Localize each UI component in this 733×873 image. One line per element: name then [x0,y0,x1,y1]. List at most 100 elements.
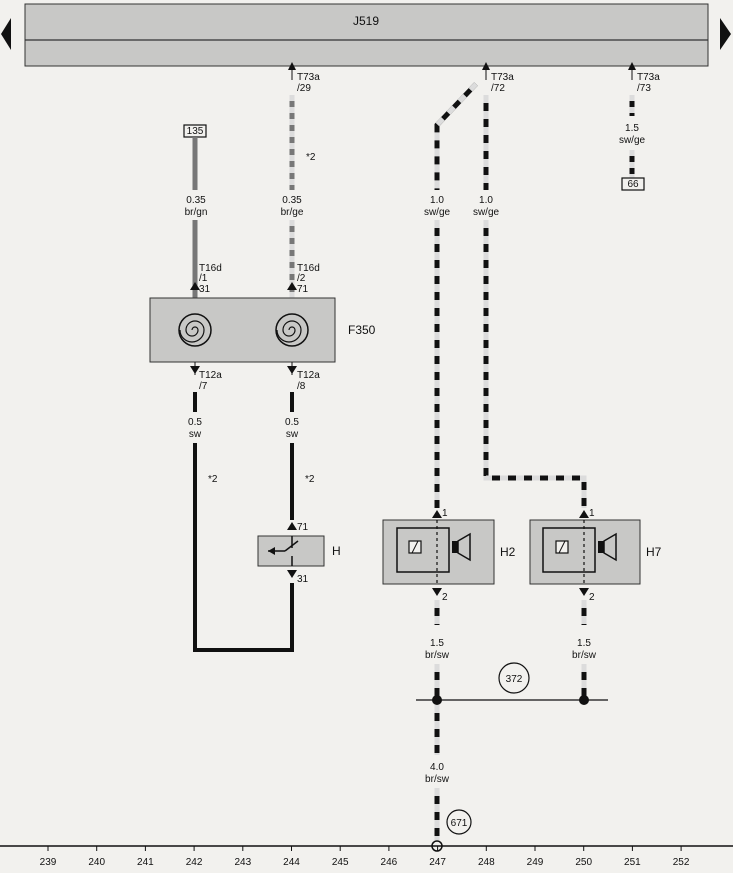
pin-t73a-72-a: T73a [491,72,514,83]
previous-page-arrow[interactable] [1,18,11,50]
circuit-247: 1.0 sw/ge 1 [424,82,478,519]
circuit-242-lower: T12a /7 0.5 sw *2 [188,362,294,652]
wire-h2-top-color: sw/ge [424,207,451,218]
pin-71-b: 71 [297,522,309,533]
ref-circle-671 [446,809,472,835]
speaker-icon [457,532,471,562]
ref-circle-372 [498,662,530,694]
connector-arrow-icon [432,588,442,596]
clock-spring-icon [178,313,212,347]
grid-number: 243 [234,857,251,868]
wire-sw-ge-h2 [434,82,478,190]
speaker-icon [603,532,617,562]
wire-ground-color: br/sw [425,774,450,785]
pin-t12a-7-a: T12a [199,370,222,381]
ref-372-label: 372 [506,674,523,685]
grid-number: 240 [88,857,105,868]
pin-t73a-72-b: /72 [491,83,505,94]
wire-h7-bot-size: 1.5 [577,638,591,649]
pin-t73a-73-a: T73a [637,72,660,83]
grid-number: 249 [527,857,544,868]
pin-71-a: 71 [297,284,309,295]
h-label: H [332,544,341,558]
wire-h7-bot-color: br/sw [572,650,597,661]
grid-number: 251 [624,857,641,868]
junction-dot [579,695,589,705]
grid-number: 247 [429,857,446,868]
footnote-b: *2 [208,474,218,485]
pin-t12a-8-b: /8 [297,381,306,392]
grid-number: 242 [186,857,203,868]
pin-31-a: 31 [199,284,211,295]
pin-h2-2: 2 [442,592,448,603]
wire-sw-loop [193,443,294,652]
footnote-a: *2 [306,152,316,163]
ground-circuit: 1.5 br/sw 1.5 br/sw 372 4.0 br/sw 671 [416,600,608,852]
wire-h2-bot-color: br/sw [425,650,450,661]
grid-number: 239 [40,857,57,868]
component-f350: F350 [149,297,376,363]
pin-h7-1: 1 [589,508,595,519]
wire-ground-size: 4.0 [430,762,444,773]
pin-h7-2: 2 [589,592,595,603]
pin-t73a-73-b: /73 [637,83,651,94]
ref-135-label: 135 [187,126,204,137]
grid-number: 244 [283,857,300,868]
wire-72-size: 1.0 [479,195,493,206]
ref-box-66 [621,177,645,191]
circuit-244-lower: T12a /8 0.5 sw *2 71 [285,362,320,533]
footnote-c: *2 [305,474,315,485]
circuit-248: T73a /72 1.0 sw/ge 1 [473,62,595,519]
ref-671-label: 671 [451,818,468,829]
connector-arrow-icon [287,570,297,578]
circuit-244: T73a /29 *2 0.35 br/ge T16d /2 71 [281,62,320,298]
wire-h2-top-size: 1.0 [430,195,444,206]
connector-arrow-icon [287,522,297,530]
grid-number: 241 [137,857,154,868]
junction-dot [432,695,442,705]
control-unit-j519: J519 [24,3,709,67]
pin-t16d-2-a: T16d [297,263,320,274]
wire-8-size: 0.5 [285,417,299,428]
pin-t12a-7-b: /7 [199,381,208,392]
h7-label: H7 [646,545,662,559]
connector-arrow-icon [190,282,200,290]
wire-72-color: sw/ge [473,207,500,218]
wire-h2-bot-size: 1.5 [430,638,444,649]
grid-number: 252 [673,857,690,868]
pin-t73a-29-a: T73a [297,72,320,83]
grid-number: 248 [478,857,495,868]
circuit-251: T73a /73 1.5 sw/ge 66 [619,62,660,191]
pin-t16d-2-b: /2 [297,273,306,284]
next-page-arrow[interactable] [720,18,731,50]
grid-number: 246 [381,857,398,868]
wire-73-color: sw/ge [619,135,646,146]
ref-66-label: 66 [627,179,639,190]
grid-numbers: 239 240 241 242 243 244 245 246 247 248 249 250 251 2… [40,846,690,868]
grid-number: 250 [575,857,592,868]
circuit-242: 135 0.35 br/gn T16d /1 31 [183,124,222,298]
wire-29-color: br/ge [281,207,304,218]
wire-135-size: 0.35 [186,195,206,206]
clock-spring-icon [275,313,309,347]
pin-t73a-29-b: /29 [297,83,311,94]
wire-7-size: 0.5 [188,417,202,428]
wire-135-color: br/gn [185,207,208,218]
pin-t16d-1-a: T16d [199,263,222,274]
control-unit-label: J519 [353,14,379,28]
component-h7: H7 2 [529,519,662,603]
wire-29-size: 0.35 [282,195,302,206]
wire-8-color: sw [286,429,299,440]
connector-arrow-icon [579,588,589,596]
connector-arrow-icon [579,510,589,518]
f350-label: F350 [348,323,376,337]
component-h2: H2 2 [382,519,516,603]
pin-h2-1: 1 [442,508,448,519]
pin-t16d-1-b: /1 [199,273,208,284]
connector-arrow-icon [432,510,442,518]
wire-7-color: sw [189,429,202,440]
component-h: H 31 [257,535,341,585]
switch-icon [268,547,275,555]
grid-number: 245 [332,857,349,868]
